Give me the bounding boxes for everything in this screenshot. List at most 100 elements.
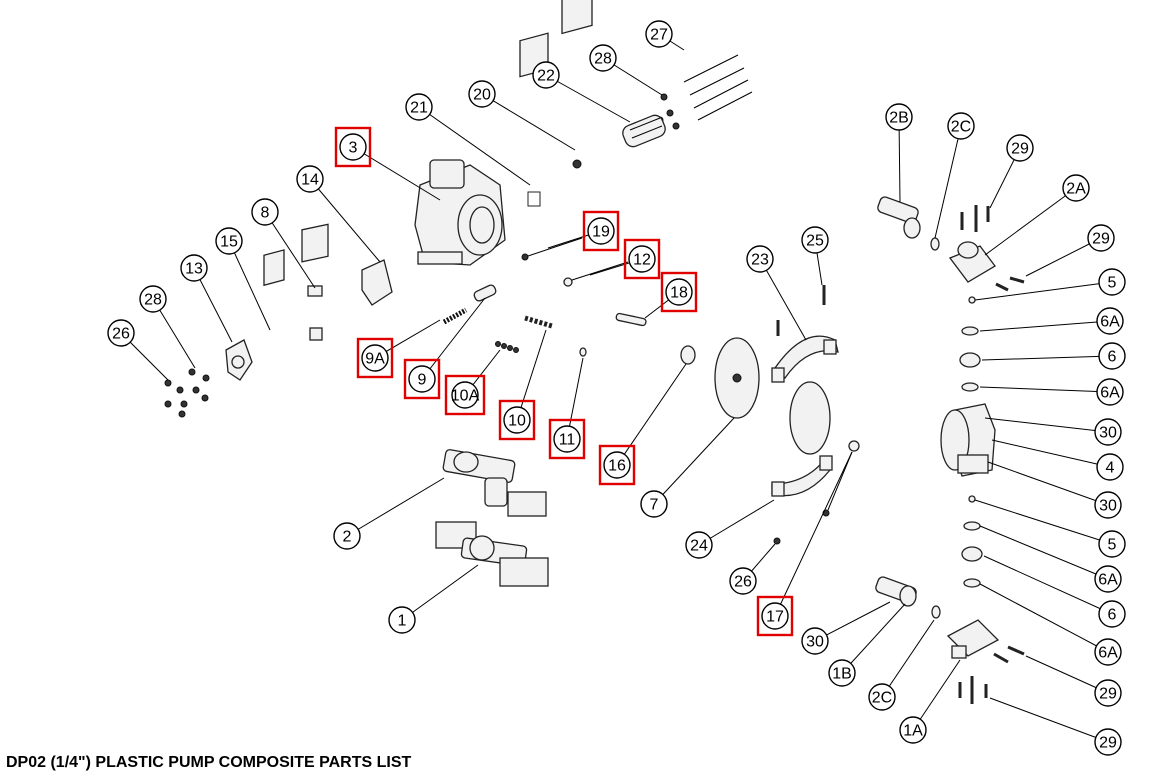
callout-30a: 30 xyxy=(1094,418,1122,446)
callout-label: 16 xyxy=(608,458,626,475)
callout-6a: 6 xyxy=(1098,342,1126,370)
part-25-bolts xyxy=(776,285,826,336)
callout-1: 1 xyxy=(388,606,416,634)
callout-19: 19 xyxy=(582,210,620,252)
leader-line-29c xyxy=(1025,655,1109,694)
leader-line-6Aa xyxy=(979,320,1111,332)
callout-28a: 28 xyxy=(589,44,617,72)
leader-line-8 xyxy=(264,211,316,289)
part-26-nut xyxy=(773,537,781,545)
callout-20: 20 xyxy=(468,80,496,108)
part-1B-elbow xyxy=(875,576,917,607)
callout-2: 2 xyxy=(333,522,361,550)
callout-label: 2B xyxy=(889,110,909,127)
callout-label: 2 xyxy=(343,529,352,546)
callout-label: 11 xyxy=(559,432,576,449)
part-number-bubbles: 27282220213148151328261912189A910A101116… xyxy=(107,20,1126,756)
callout-6Ab: 6A xyxy=(1096,378,1124,406)
callout-label: 6 xyxy=(1108,607,1117,624)
callout-label: 6A xyxy=(1098,645,1118,662)
part-6A-ring-2 xyxy=(961,382,979,392)
leader-line-30a xyxy=(984,417,1109,433)
part-29-bolt-4 xyxy=(993,652,1009,664)
callout-6b: 6 xyxy=(1098,600,1126,628)
leader-line-7 xyxy=(653,417,735,505)
part-23-clamp xyxy=(771,335,839,383)
callout-label: 27 xyxy=(650,27,668,44)
callout-label: 25 xyxy=(806,233,824,250)
leader-line-20 xyxy=(481,93,576,151)
callout-29d: 29 xyxy=(1094,728,1122,756)
leader-line-6Ac xyxy=(979,525,1109,580)
leader-line-2A xyxy=(984,187,1077,256)
callout-1B: 1B xyxy=(828,659,856,687)
callout-label: 2C xyxy=(951,119,971,136)
part-19-pin xyxy=(521,237,583,261)
leader-line-3 xyxy=(352,146,441,201)
callout-label: 10A xyxy=(451,388,480,405)
callout-label: 1B xyxy=(832,666,852,683)
part-29-bolt-2 xyxy=(995,282,1009,292)
callout-label: 29 xyxy=(1092,231,1110,248)
highlight-box xyxy=(756,595,794,637)
highlight-box xyxy=(623,238,661,280)
callout-12: 12 xyxy=(623,238,661,280)
callout-label: 29 xyxy=(1011,141,1029,158)
callout-18: 18 xyxy=(660,271,698,313)
leader-line-1B xyxy=(841,603,906,674)
callout-label: 6 xyxy=(1108,349,1117,366)
callout-8: 8 xyxy=(251,198,279,226)
callout-27: 27 xyxy=(645,20,673,48)
leader-line-29b xyxy=(1025,237,1102,277)
highlight-box xyxy=(356,337,394,379)
part-22-muffler xyxy=(622,114,666,148)
leader-line-6b xyxy=(983,555,1113,615)
part-29-bolt xyxy=(1009,276,1025,284)
callout-label: 26 xyxy=(734,574,752,591)
highlight-box xyxy=(660,271,698,313)
callout-label: 20 xyxy=(473,87,491,104)
part-10A-balls xyxy=(495,341,519,353)
callout-label: 3 xyxy=(349,140,358,157)
callout-label: 24 xyxy=(690,538,708,555)
callout-2C: 2C xyxy=(947,112,975,140)
callout-6Aa: 6A xyxy=(1096,307,1124,335)
leader-line-4 xyxy=(991,439,1111,468)
callout-29b: 29 xyxy=(1087,224,1115,252)
callout-label: 6A xyxy=(1100,314,1120,331)
part-8-valve xyxy=(301,223,329,341)
callout-1A: 1A xyxy=(899,716,927,744)
callout-4: 4 xyxy=(1096,453,1124,481)
leader-line-2 xyxy=(346,477,445,537)
callout-label: 23 xyxy=(751,252,769,269)
part-20-plate xyxy=(561,0,593,169)
leader-line-1 xyxy=(401,564,479,621)
leader-line-17 xyxy=(774,451,853,617)
leader-line-30b xyxy=(987,461,1109,506)
leader-line-30c xyxy=(814,601,891,642)
callout-5a: 5 xyxy=(1098,268,1126,296)
part-27-bolts xyxy=(683,54,753,121)
part-24-clamp xyxy=(771,455,833,497)
leader-line-2C xyxy=(934,125,962,239)
leader-line-16 xyxy=(616,363,687,466)
leader-line-11 xyxy=(566,357,584,440)
callout-2A: 2A xyxy=(1062,174,1090,202)
part-6-seat xyxy=(959,352,981,368)
leader-line-15 xyxy=(228,240,271,331)
leader-line-6Ab xyxy=(979,386,1111,393)
callout-5b: 5 xyxy=(1098,530,1126,558)
callout-label: 10 xyxy=(508,413,526,430)
callout-label: 14 xyxy=(301,172,319,189)
part-15-gasket xyxy=(263,249,285,287)
leader-line-5b xyxy=(974,499,1113,545)
leader-line-24 xyxy=(698,499,775,546)
highlight-box xyxy=(403,358,441,400)
part-1-manifold xyxy=(435,521,549,587)
callout-2Cb: 2C xyxy=(868,683,896,711)
callout-24: 24 xyxy=(685,531,713,559)
leader-line-6Ad xyxy=(979,583,1109,653)
callout-label: 30 xyxy=(1099,425,1117,442)
callout-7: 7 xyxy=(640,490,668,518)
leader-line-13 xyxy=(193,267,233,343)
